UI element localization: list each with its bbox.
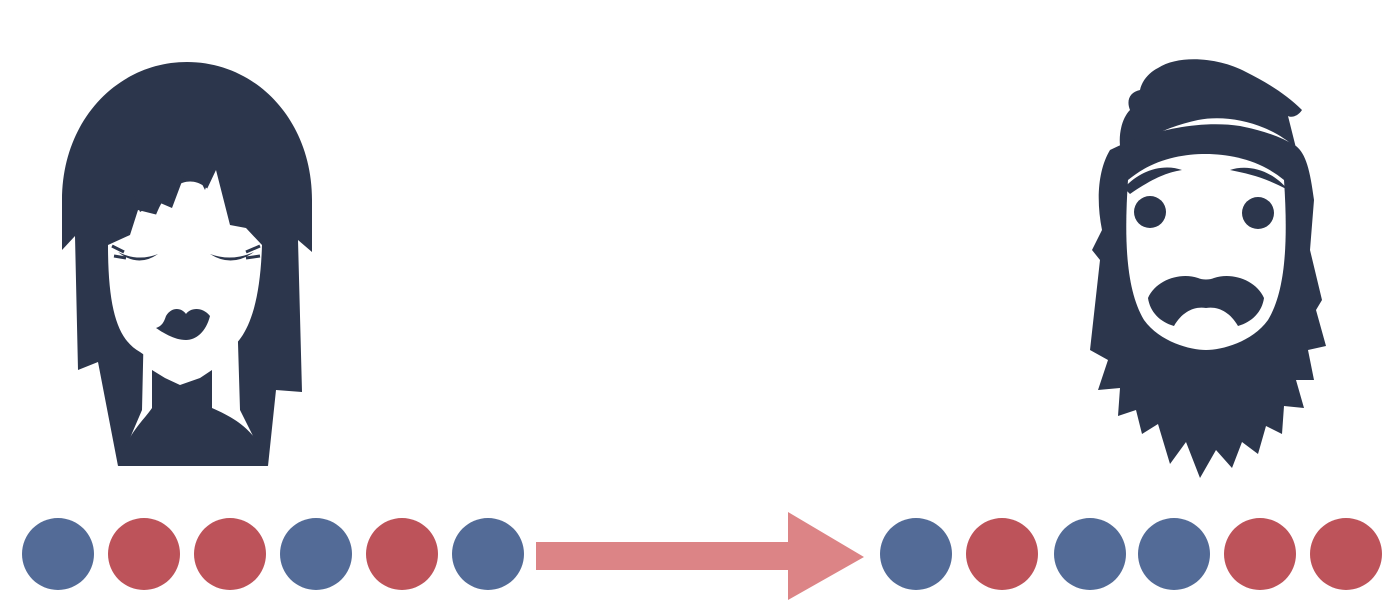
receiver-bit-5 [1224,518,1296,590]
receiver-bit-3 [1054,518,1126,590]
bearded-man-face-icon [1090,59,1326,479]
sender-bit-5 [366,518,438,590]
sender-bit-3 [194,518,266,590]
receiver-bit-2 [966,518,1038,590]
sender-bit-6 [452,518,524,590]
receiver-bit-1 [880,518,952,590]
receiver-bit-4 [1138,518,1210,590]
sender-sequence [22,518,526,592]
sender-bit-4 [280,518,352,590]
sender-avatar [40,40,340,480]
right-arrow-icon [536,512,864,600]
transmission-arrow [536,512,866,607]
receiver-avatar [1070,50,1340,480]
receiver-sequence [880,518,1384,592]
woman-face-icon [62,62,312,466]
sender-bit-1 [22,518,94,590]
sender-bit-2 [108,518,180,590]
receiver-bit-6 [1310,518,1382,590]
